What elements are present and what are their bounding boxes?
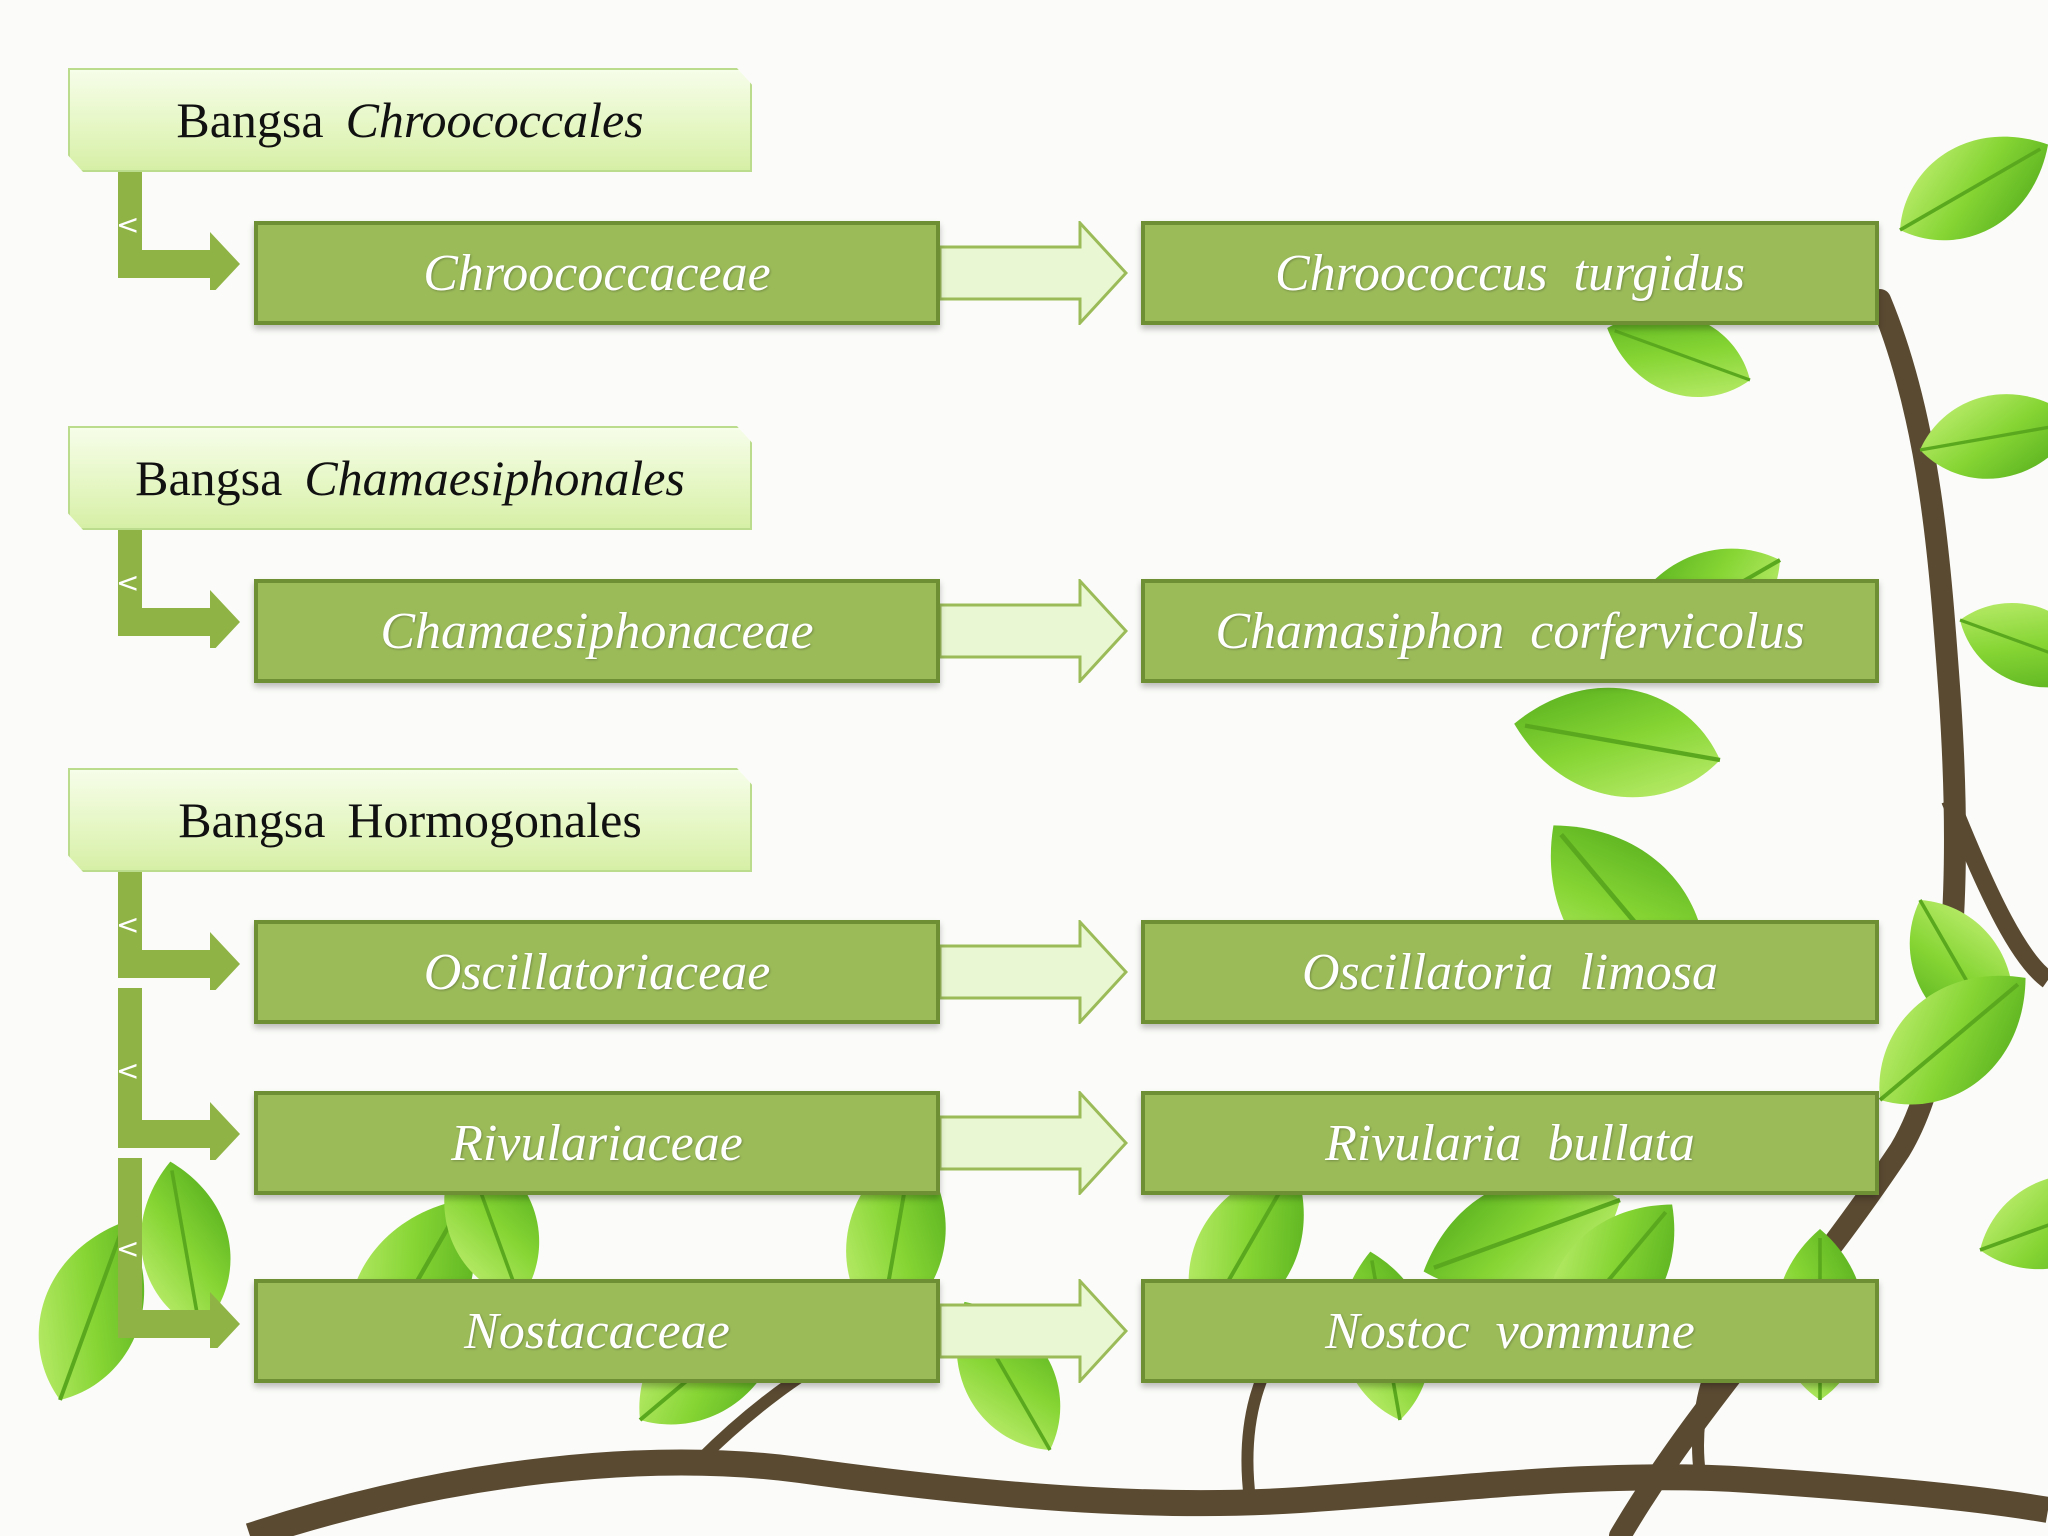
right-arrow-icon [940,1091,1128,1195]
order-name: Chamaesiphonales [304,450,685,506]
connector-chevron: < [116,908,140,941]
elbow-connector [118,530,240,648]
species-box-rivularia-bullata: Rivularia bullata [1141,1091,1879,1195]
elbow-connector [118,172,240,290]
order-header-hormogonales: Bangsa Hormogonales [68,768,752,872]
order-header-chroococcales: Bangsa Chroococcales [68,68,752,172]
right-arrow-icon [940,221,1128,325]
elbow-connector [118,872,240,990]
order-prefix: Bangsa [176,92,324,148]
order-prefix: Bangsa [135,450,283,506]
order-name: Chroococcales [345,92,644,148]
elbow-connector [118,988,240,1160]
right-arrow-icon [940,1279,1128,1383]
species-box-nostoc-vommune: Nostoc vommune [1141,1279,1879,1383]
species-box-chroococcus-turgidus: Chroococcus turgidus [1141,221,1879,325]
family-box-chamaesiphonaceae: Chamaesiphonaceae [254,579,940,683]
family-box-rivulariaceae: Rivulariaceae [254,1091,940,1195]
species-box-chamasiphon-corfervicolus: Chamasiphon corfervicolus [1141,579,1879,683]
connector-chevron: < [116,208,140,241]
family-box-chroococcaceae: Chroococcaceae [254,221,940,325]
connector-chevron: < [116,1054,140,1087]
family-box-nostacaceae: Nostacaceae [254,1279,940,1383]
elbow-connector [118,1158,240,1348]
species-box-oscillatoria-limosa: Oscillatoria limosa [1141,920,1879,1024]
right-arrow-icon [940,579,1128,683]
order-prefix: Bangsa [178,792,326,848]
right-arrow-icon [940,920,1128,1024]
order-header-chamaesiphonales: Bangsa Chamaesiphonales [68,426,752,530]
connector-chevron: < [116,1232,140,1265]
family-box-oscillatoriaceae: Oscillatoriaceae [254,920,940,1024]
order-name: Hormogonales [347,792,642,848]
connector-chevron: < [116,566,140,599]
